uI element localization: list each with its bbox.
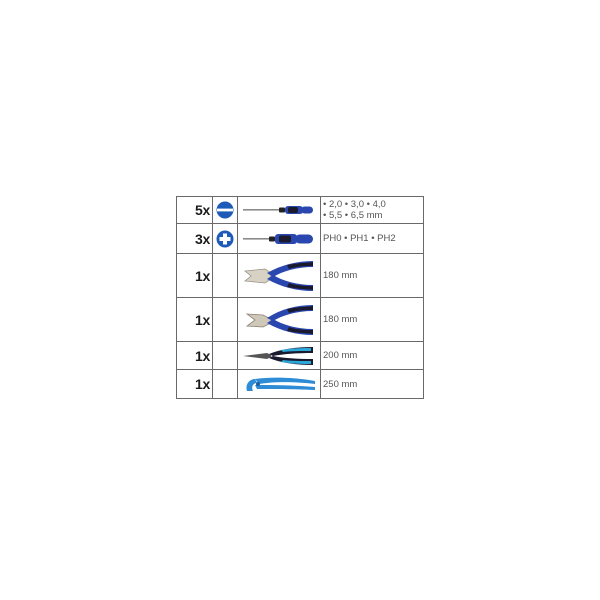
spec-line: • 5,5 • 6,5 mm: [323, 210, 383, 221]
phillips-screwdriver-image: [237, 223, 321, 254]
spec-line: • 2,0 • 3,0 • 4,0: [323, 199, 386, 210]
quantity-cell: 3x: [176, 223, 213, 254]
spec-cell: 180 mm: [320, 253, 424, 298]
table-row: 5x • 2,0 • 3,0 • 4,0 • 5,5 • 6,5 mm: [176, 196, 424, 224]
spec-cell: 250 mm: [320, 369, 424, 399]
empty-icon-cell: [212, 253, 238, 298]
water-pump-pliers-image: [237, 369, 321, 399]
table-row: 3x PH0 • PH1 • PH2: [176, 223, 424, 254]
quantity-cell: 5x: [176, 196, 213, 224]
table-row: 1x 180 mm: [176, 253, 424, 298]
slotted-screwdriver-image: [237, 196, 321, 224]
empty-icon-cell: [212, 341, 238, 370]
spec-cell: • 2,0 • 3,0 • 4,0 • 5,5 • 6,5 mm: [320, 196, 424, 224]
tool-set-contents-table: 5x • 2,0 • 3,0 • 4,0 • 5,5 • 6,5 mm 3x: [176, 196, 424, 399]
long-nose-pliers-image: [237, 341, 321, 370]
spec-cell: 200 mm: [320, 341, 424, 370]
empty-icon-cell: [212, 369, 238, 399]
empty-icon-cell: [212, 297, 238, 342]
quantity-cell: 1x: [176, 297, 213, 342]
table-row: 1x 180 mm: [176, 297, 424, 342]
phillips-tip-icon: [212, 223, 238, 254]
quantity-cell: 1x: [176, 253, 213, 298]
spec-cell: 180 mm: [320, 297, 424, 342]
table-row: 1x 200 mm: [176, 341, 424, 370]
spec-cell: PH0 • PH1 • PH2: [320, 223, 424, 254]
quantity-cell: 1x: [176, 369, 213, 399]
table-row: 1x 250 mm: [176, 369, 424, 399]
slotted-tip-icon: [212, 196, 238, 224]
quantity-cell: 1x: [176, 341, 213, 370]
diagonal-cutting-pliers-image: [237, 297, 321, 342]
combination-pliers-image: [237, 253, 321, 298]
